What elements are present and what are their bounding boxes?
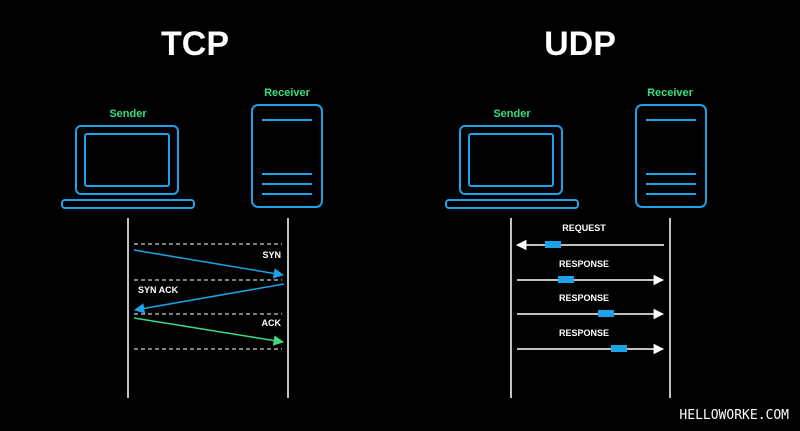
- response-1-label: RESPONSE: [559, 259, 609, 269]
- tcp-section: TCP Sender Receiver SYN: [61, 25, 323, 398]
- response-3-label: RESPONSE: [559, 328, 609, 338]
- syn-ack-arrow: [133, 283, 285, 314]
- server-icon: [635, 104, 707, 208]
- udp-sender-label: Sender: [493, 108, 531, 120]
- response-2-label: RESPONSE: [559, 293, 609, 303]
- tcp-sender-label: Sender: [109, 108, 147, 120]
- response-3-packet: [611, 345, 627, 352]
- response-2-packet: [598, 310, 614, 317]
- tcp-receiver-label: Receiver: [264, 87, 311, 99]
- udp-section: UDP Sender Receiver REQUEST RESPONSE: [445, 25, 707, 398]
- udp-receiver-label: Receiver: [647, 87, 694, 99]
- request-label: REQUEST: [562, 223, 606, 233]
- syn-arrow: [133, 249, 285, 279]
- ack-label: ACK: [262, 318, 282, 328]
- request-packet: [545, 241, 561, 248]
- tcp-dashed-separators: [134, 243, 282, 350]
- response-1-packet: [558, 276, 574, 283]
- laptop-icon: [61, 125, 195, 209]
- syn-label: SYN: [262, 250, 281, 260]
- ack-arrow: [133, 317, 285, 346]
- udp-title: UDP: [544, 25, 616, 63]
- tcp-title: TCP: [161, 25, 229, 63]
- watermark: HELLOWORKE.COM: [679, 408, 789, 423]
- syn-ack-label: SYN ACK: [138, 285, 179, 295]
- server-icon: [251, 104, 323, 208]
- laptop-icon: [445, 125, 579, 209]
